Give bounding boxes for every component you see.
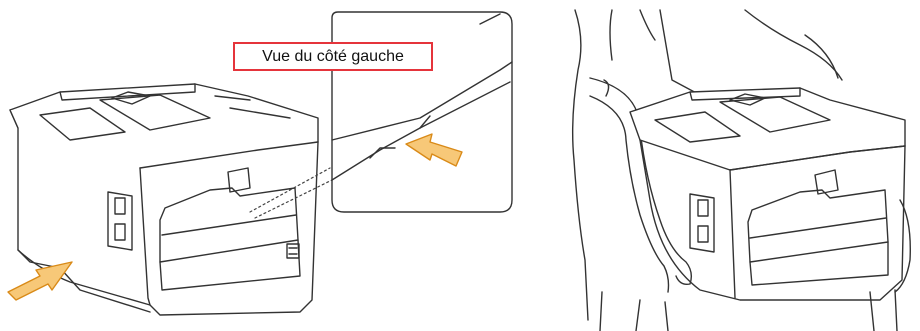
- person-and-printer: [573, 10, 911, 331]
- left-side-view-label: Vue du côté gauche: [233, 42, 433, 71]
- arrow-icon: [8, 262, 72, 300]
